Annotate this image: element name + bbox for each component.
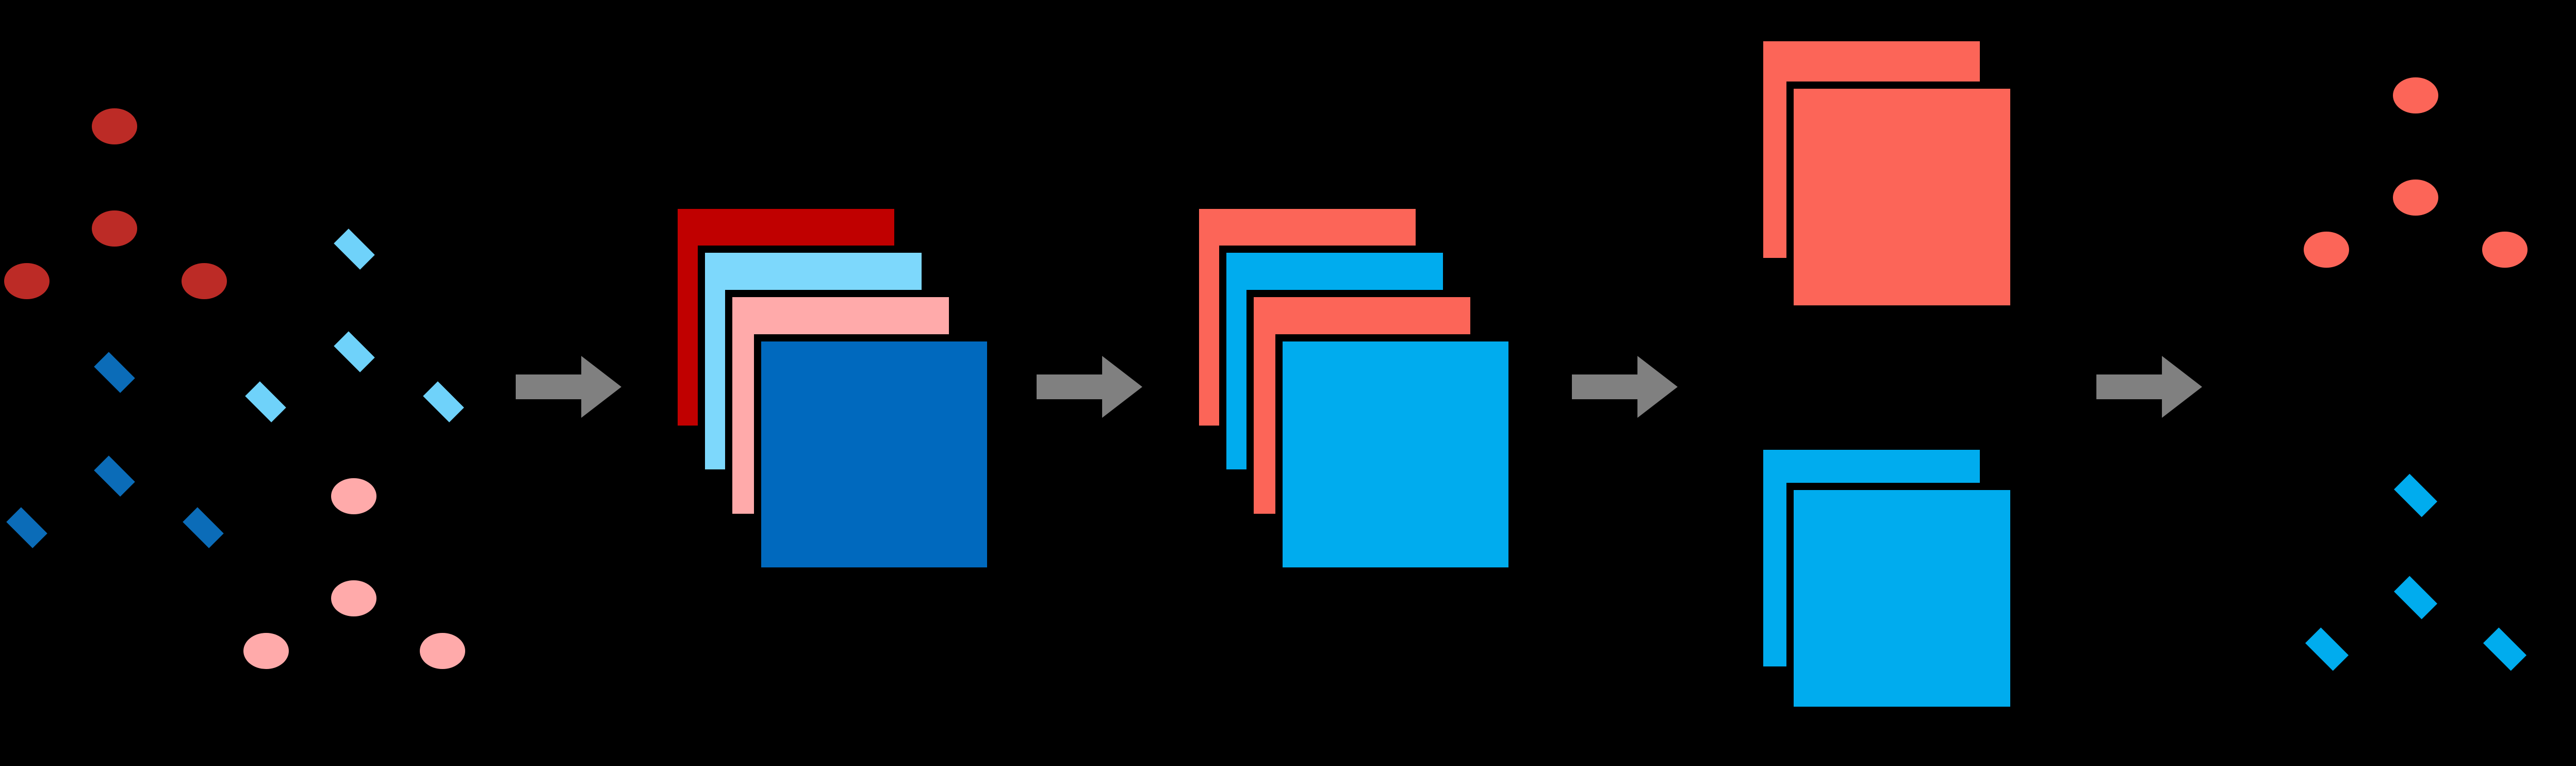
scatter-point-dark-red-1 <box>92 108 137 144</box>
arrow-stage1-to-stage2 <box>516 356 621 418</box>
final-point-cyan-1 <box>2393 473 2438 517</box>
scatter-point-light-pink-4 <box>420 633 465 669</box>
scatter-point-light-blue-3 <box>245 381 286 422</box>
arrow-stage4-to-stage5 <box>2096 356 2202 418</box>
final-point-coral-4 <box>2482 232 2528 268</box>
scatter-point-light-pink-1 <box>331 478 376 514</box>
arrow-stage3-to-stage4 <box>1572 356 1678 418</box>
arrow-stage2-to-stage3 <box>1037 356 1142 418</box>
feature-card-dark-blue <box>754 334 994 575</box>
scatter-point-light-blue-1 <box>334 229 375 270</box>
scatter-point-light-blue-4 <box>423 381 464 422</box>
scatter-point-dark-red-2 <box>92 210 137 247</box>
class-card-cyan-front <box>1786 483 2017 714</box>
scatter-point-light-pink-3 <box>243 633 289 669</box>
scatter-point-light-pink-2 <box>331 580 376 616</box>
aligned-card-cyan-2 <box>1275 334 1516 575</box>
scatter-point-dark-red-3 <box>4 263 50 299</box>
final-point-coral-1 <box>2393 77 2438 113</box>
scatter-point-dark-blue-1 <box>94 352 135 393</box>
scatter-point-dark-red-4 <box>182 263 227 299</box>
final-point-cyan-3 <box>2305 627 2349 671</box>
final-point-coral-3 <box>2304 232 2349 268</box>
scatter-point-dark-blue-2 <box>94 455 135 497</box>
scatter-point-dark-blue-3 <box>6 507 47 548</box>
scatter-point-dark-blue-4 <box>183 507 224 548</box>
class-card-coral-front <box>1786 82 2017 313</box>
final-point-cyan-2 <box>2393 575 2438 620</box>
final-point-cyan-4 <box>2483 627 2527 671</box>
scatter-point-light-blue-2 <box>334 331 375 372</box>
final-point-coral-2 <box>2393 180 2438 216</box>
